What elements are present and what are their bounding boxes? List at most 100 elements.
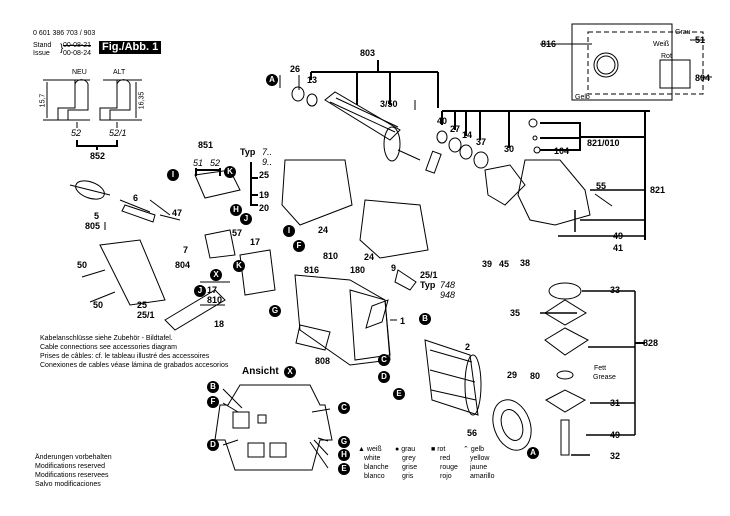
part-17-lower: 17 <box>207 285 218 295</box>
wire-legend-yellow: ⌃ gelb yellow jaune amarillo <box>463 445 495 481</box>
part-49-lower: 49 <box>610 430 621 440</box>
neu-label: NEU <box>72 69 87 76</box>
legend-fr: blanche <box>364 464 389 471</box>
part-26: 26 <box>290 64 301 74</box>
cable-note-de: Kabelanschlüsse siehe Zubehör - Bildtafe… <box>40 335 173 342</box>
modifications-es: Salvo modificaciones <box>35 481 101 488</box>
part-816: 816 <box>304 265 320 275</box>
view-marker-h: H <box>338 449 350 461</box>
part-52-switch: 52 <box>210 158 221 168</box>
marker-k-lower: K <box>233 260 245 272</box>
marker-e: E <box>393 388 405 400</box>
view-marker-f: F <box>207 396 219 408</box>
view-label: Ansicht <box>242 366 279 377</box>
part-38: 38 <box>520 258 531 268</box>
dim-alt: 16,35 <box>138 91 146 110</box>
legend-es: amarillo <box>470 473 495 480</box>
part-1: 1 <box>400 316 406 326</box>
part-7: 7 <box>183 245 189 255</box>
modifications-fr: Modifications reservees <box>35 472 109 479</box>
part-851: 851 <box>198 140 214 150</box>
part-52: 52 <box>71 128 82 138</box>
wiring-inset <box>540 23 712 101</box>
cable-notes: Kabelanschlüsse siehe Zubehör - Bildtafe… <box>40 334 228 370</box>
wire-weiss-label: Weiß <box>653 41 670 48</box>
legend-fr: grise <box>402 464 418 471</box>
marker-h: H <box>230 204 242 216</box>
part-2: 2 <box>465 342 471 352</box>
part-104: 104 <box>554 146 570 156</box>
caret-icon: ⌃ <box>463 446 469 453</box>
marker-j-lower: J <box>194 285 206 297</box>
issue-date: 00-08-24 <box>63 50 92 57</box>
circle-icon: ● <box>395 446 400 453</box>
old-date: 00-08-21 <box>63 42 92 49</box>
typ-variant-7: 7.. <box>262 147 273 157</box>
modifications-de: Änderungen vorbehalten <box>35 454 112 461</box>
part-20: 20 <box>259 203 270 213</box>
marker-k: K <box>224 166 236 178</box>
wire-legend-red: ■ rot red rouge rojo <box>431 445 458 481</box>
legend-en: red <box>440 455 451 462</box>
legend-en: yellow <box>470 455 490 462</box>
marker-a: A <box>266 74 278 86</box>
legend-es: blanco <box>364 473 385 480</box>
part-3-50: 3/50 <box>380 99 398 109</box>
part-41: 41 <box>613 243 624 253</box>
part-56: 56 <box>467 428 478 438</box>
view-marker-e: E <box>338 463 350 475</box>
part-828: 828 <box>643 338 659 348</box>
housing-top <box>281 159 353 226</box>
view-marker: X <box>284 366 296 378</box>
part-25-1: 25/1 <box>420 270 438 280</box>
marker-d: D <box>378 371 390 383</box>
part-37: 37 <box>476 137 487 147</box>
part-24-lower: 24 <box>364 252 375 262</box>
part-51: 51 <box>193 158 204 168</box>
part-13: 13 <box>307 75 318 85</box>
dim-neu: 15,7 <box>39 93 47 108</box>
legend-en: white <box>364 455 381 462</box>
typ-variant-948: 948 <box>440 290 456 300</box>
modifications-note: Änderungen vorbehalten Modifications res… <box>35 453 112 489</box>
marker-c: C <box>378 354 390 366</box>
part-6: 6 <box>133 193 139 203</box>
brace: } <box>60 43 64 54</box>
part-25-cover: 25 <box>137 300 148 310</box>
part-810-upper: 810 <box>323 251 339 261</box>
bracket-803 <box>310 60 439 108</box>
wire-rot-label: Rot <box>661 53 672 60</box>
view-x-outline <box>214 384 333 471</box>
marker-i: I <box>167 169 179 181</box>
view-marker-g: G <box>338 436 350 448</box>
typ-variant-748: 748 <box>440 280 456 290</box>
armature <box>291 86 421 162</box>
legend-fr: jaune <box>470 464 488 471</box>
legend-de: rot <box>437 446 446 453</box>
part-810-lower: 810 <box>207 295 223 305</box>
marker-a-lower: A <box>527 447 539 459</box>
part-9: 9 <box>391 263 397 273</box>
part-52-1: 52/1 <box>109 128 127 138</box>
terminal-detail <box>43 79 142 150</box>
part-25-1-cover: 25/1 <box>137 310 155 320</box>
modifications-en: Modifications reserved <box>35 463 106 470</box>
typ-label-b: Typ <box>420 280 436 290</box>
part-27: 27 <box>450 124 461 134</box>
legend-en: grey <box>402 455 416 462</box>
cable-note-es: Conexiones de cables véase lámina de gra… <box>40 362 229 369</box>
part-180: 180 <box>350 265 366 275</box>
figure-label: Fig./Abb. 1 <box>99 41 162 54</box>
part-47: 47 <box>172 208 183 218</box>
legend-es: gris <box>402 473 414 480</box>
legend-de: grau <box>401 446 416 453</box>
wire-legend-white: ▲ weiß white blanche blanco <box>358 445 389 481</box>
part-33: 33 <box>610 285 621 295</box>
part-805: 805 <box>85 221 101 231</box>
inset-804: 804 <box>695 73 711 83</box>
part-35: 35 <box>510 308 521 318</box>
bar-18 <box>164 289 226 331</box>
marker-b: B <box>419 313 431 325</box>
part-45: 45 <box>499 259 510 269</box>
